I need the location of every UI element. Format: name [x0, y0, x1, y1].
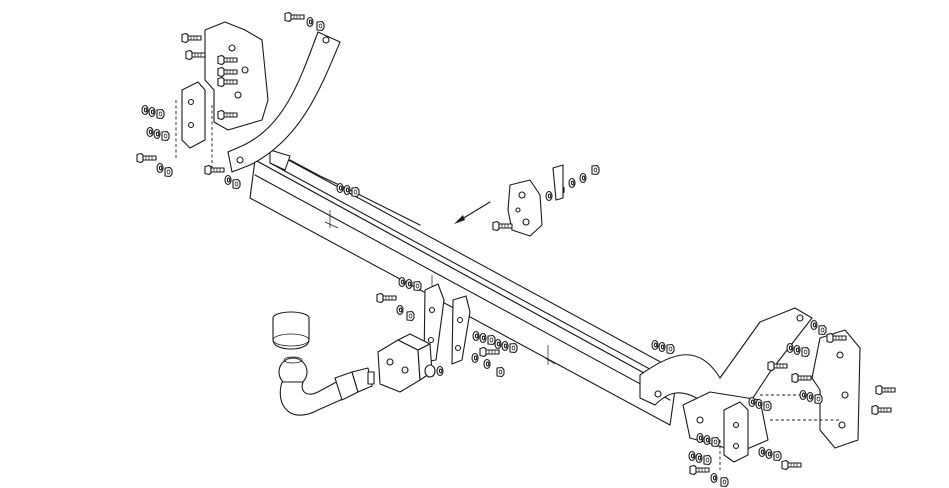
left-mounting-bracket	[175, 21, 341, 173]
crossbar-tube	[249, 149, 691, 426]
socket-plate	[377, 333, 444, 393]
right-mounting-bracket	[639, 307, 861, 470]
socket-holder-detail	[454, 164, 600, 237]
socket-plate-brackets	[423, 283, 471, 365]
tow-ball-neck	[272, 311, 375, 416]
